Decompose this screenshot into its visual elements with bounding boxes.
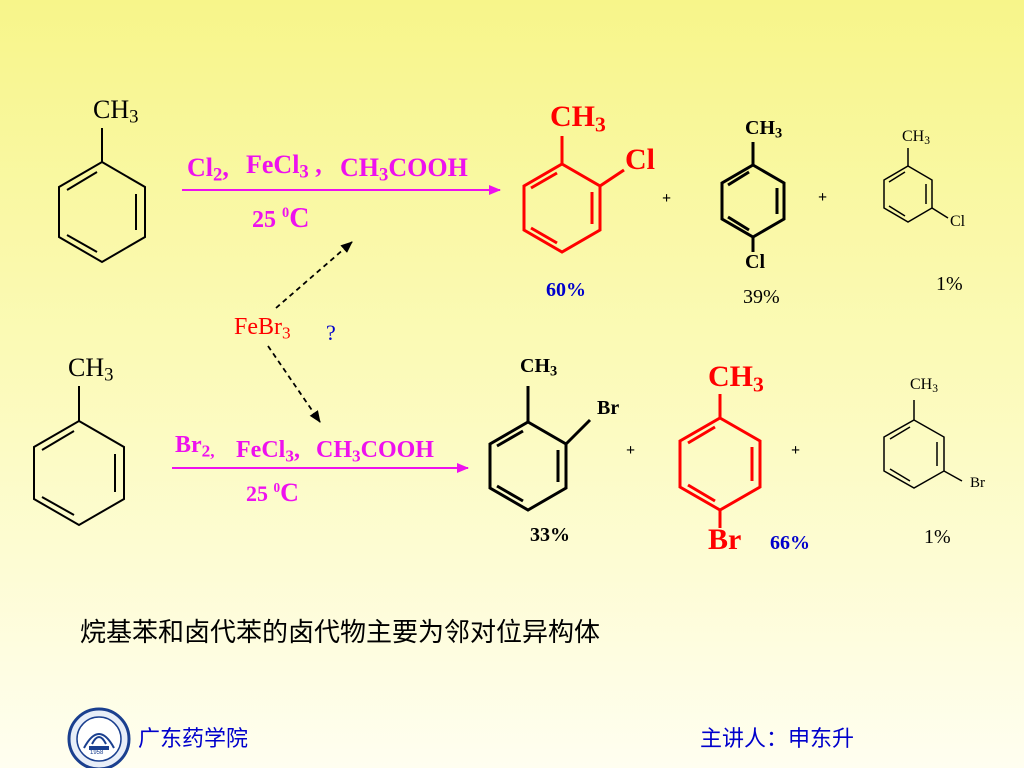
reagent2-bromine: Br2, xyxy=(175,432,215,461)
school-logo-icon xyxy=(67,707,131,768)
conclusion-text: 烷基苯和卤代苯的卤代物主要为邻对位异构体 xyxy=(80,618,601,648)
plus-sign: + xyxy=(626,442,636,459)
reagent1-chlorine: Cl2, xyxy=(187,153,229,186)
catalyst-arrow-up xyxy=(275,241,353,309)
reaction2-temperature: 25 0C xyxy=(246,478,299,507)
para-br-methyl-label: CH3 xyxy=(708,360,764,397)
ortho-br-yield: 33% xyxy=(530,524,570,546)
meta-cl-substituent: Cl xyxy=(950,213,966,230)
meta-br-substituent: Br xyxy=(970,475,985,491)
para-cl-yield: 39% xyxy=(743,286,780,308)
school-name: 广东药学院 xyxy=(138,727,249,752)
reagent2-solvent: CH3COOH xyxy=(316,437,434,466)
reagent2-catalyst: FeCl3, xyxy=(236,437,300,466)
plus-sign: + xyxy=(791,442,801,459)
meta-chlorotoluene xyxy=(883,148,949,223)
meta-br-yield: 1% xyxy=(924,526,951,548)
toluene-reactant-2 xyxy=(33,386,125,527)
lecturer-name: 主讲人：申东升 xyxy=(700,727,855,752)
catalyst-question-mark: ? xyxy=(326,320,336,345)
para-br-yield: 66% xyxy=(770,532,810,554)
reagent1-solvent: CH3COOH xyxy=(340,153,468,186)
meta-cl-methyl-label: CH3 xyxy=(902,128,930,147)
para-chlorotoluene xyxy=(720,142,786,252)
para-cl-methyl-label: CH3 xyxy=(745,117,783,142)
reagent1-catalyst: FeCl3 , xyxy=(246,150,322,183)
logo-year: 1958 xyxy=(90,750,104,756)
ortho-bromotoluene xyxy=(488,386,592,512)
meta-bromotoluene xyxy=(883,400,963,489)
toluene-reactant-1 xyxy=(58,128,146,264)
ortho-cl-methyl-label: CH3 xyxy=(550,100,606,137)
para-cl-substituent: Cl xyxy=(745,251,765,273)
reactant1-methyl-label: CH3 xyxy=(93,95,139,128)
meta-br-methyl-label: CH3 xyxy=(910,376,938,395)
ortho-chlorotoluene xyxy=(522,136,625,254)
plus-sign: + xyxy=(662,190,672,207)
catalyst-arrow-down xyxy=(267,345,321,423)
meta-cl-yield: 1% xyxy=(936,273,963,295)
ortho-cl-yield: 60% xyxy=(546,279,586,301)
para-bromotoluene xyxy=(678,394,762,528)
ortho-br-methyl-label: CH3 xyxy=(520,355,558,380)
reactant2-methyl-label: CH3 xyxy=(68,353,114,386)
ortho-br-substituent: Br xyxy=(597,397,620,419)
reaction1-temperature: 25 0C xyxy=(252,203,310,234)
ortho-cl-substituent: Cl xyxy=(625,143,655,176)
plus-sign: + xyxy=(818,189,828,206)
catalyst-febr3: FeBr3 xyxy=(234,314,291,343)
para-br-substituent: Br xyxy=(708,523,742,556)
